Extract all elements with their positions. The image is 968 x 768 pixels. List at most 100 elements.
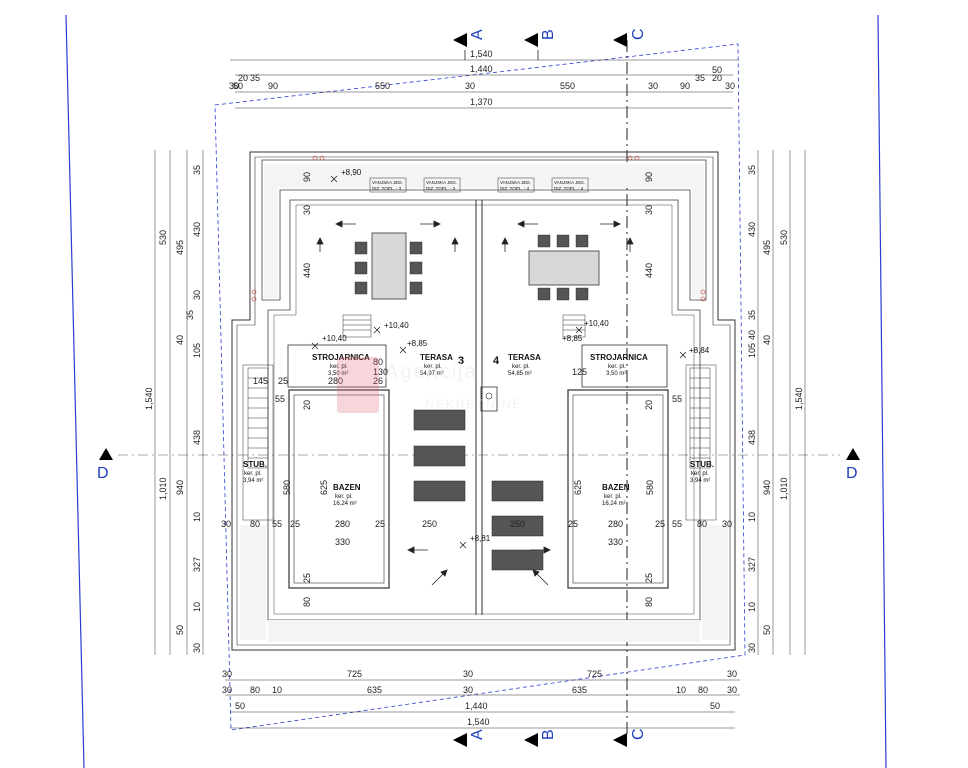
svg-text:ker. pl.: ker. pl. xyxy=(244,471,262,477)
svg-text:10: 10 xyxy=(747,512,757,522)
svg-text:55: 55 xyxy=(672,394,682,404)
site-outline xyxy=(214,43,746,731)
svg-text:DIZ. TOPL. - 4: DIZ. TOPL. - 4 xyxy=(500,186,530,191)
svg-text:VANJSKA JED.: VANJSKA JED. xyxy=(372,180,403,185)
section-d-marker-right xyxy=(846,448,860,460)
dim-90-right: 90 xyxy=(644,172,654,182)
svg-text:VANJSKA JED.: VANJSKA JED. xyxy=(500,180,531,185)
svg-text:330: 330 xyxy=(608,537,623,547)
svg-text:DIZ. TOPL. - 3: DIZ. TOPL. - 3 xyxy=(372,186,402,191)
pool-left-inner xyxy=(293,394,385,584)
level-881: +8,81 xyxy=(470,534,491,543)
top-dimension-chains xyxy=(230,59,738,109)
svg-text:40: 40 xyxy=(175,335,185,345)
svg-text:438: 438 xyxy=(192,430,202,445)
bazen-right-label: BAZEN ker. pl. 16,24 m² xyxy=(602,483,630,507)
level-890: +8,90 xyxy=(341,168,362,177)
svg-text:50: 50 xyxy=(710,701,720,711)
level-885-right: +8,85 xyxy=(562,334,583,343)
property-boundary-right xyxy=(877,14,887,768)
dim-pool-580-right: 580 xyxy=(645,480,655,495)
svg-text:30: 30 xyxy=(465,81,475,91)
svg-text:725: 725 xyxy=(587,669,602,679)
dim-left-outer-1540: 1,540 xyxy=(144,387,154,410)
stairs-right xyxy=(685,364,717,521)
svg-text:35: 35 xyxy=(250,73,260,83)
svg-text:940: 940 xyxy=(175,480,185,495)
level-884: +8,84 xyxy=(689,346,710,355)
svg-text:35: 35 xyxy=(185,310,195,320)
svg-text:125: 125 xyxy=(572,367,587,377)
svg-text:725: 725 xyxy=(347,669,362,679)
svg-text:10: 10 xyxy=(676,685,686,695)
dim-top-row: 50 20 35 30 90 550 30 550 30 90 35 20 50… xyxy=(229,65,735,91)
dim-440-left: 440 xyxy=(302,263,312,278)
svg-text:STUB.: STUB. xyxy=(690,460,714,469)
svg-text:80: 80 xyxy=(250,685,260,695)
svg-text:STROJARNICA: STROJARNICA xyxy=(312,353,370,362)
svg-text:54,85 m²: 54,85 m² xyxy=(508,371,532,377)
svg-text:STROJARNICA: STROJARNICA xyxy=(590,353,648,362)
svg-text:40: 40 xyxy=(747,330,757,340)
svg-text:16,24 m²: 16,24 m² xyxy=(333,501,357,507)
svg-text:35: 35 xyxy=(747,310,757,320)
dim-30-right: 30 xyxy=(644,205,654,215)
svg-text:438: 438 xyxy=(747,430,757,445)
section-b-marker-bottom xyxy=(524,733,538,747)
svg-text:145: 145 xyxy=(253,376,268,386)
strojarnica-left-room xyxy=(287,344,387,388)
svg-text:30: 30 xyxy=(727,669,737,679)
svg-text:30: 30 xyxy=(747,643,757,653)
svg-text:TERASA: TERASA xyxy=(420,353,453,362)
level-1040-strojarnica: +10,40 xyxy=(322,334,347,343)
dim-pool-625-left: 625 xyxy=(319,480,329,495)
section-b-label-top: B xyxy=(540,29,557,40)
svg-text:ker. pl.: ker. pl. xyxy=(335,494,353,500)
dim-pool-625-right: 625 xyxy=(573,480,583,495)
pool-right-inner xyxy=(572,394,664,584)
svg-text:3,94 m²: 3,94 m² xyxy=(243,478,263,484)
dim-pool-25-right: 25 xyxy=(644,573,654,583)
svg-text:635: 635 xyxy=(572,685,587,695)
svg-text:35: 35 xyxy=(747,165,757,175)
svg-text:3,50 m²: 3,50 m² xyxy=(328,371,348,377)
stub-left-label: STUB. ker. pl. 3,94 m² xyxy=(243,460,267,484)
svg-text:BAZEN: BAZEN xyxy=(333,483,361,492)
svg-text:30: 30 xyxy=(727,685,737,695)
dim-left-outer-530: 530 xyxy=(158,230,168,245)
section-d-label-right: D xyxy=(846,465,858,482)
section-b-label-bottom: B xyxy=(540,729,557,740)
svg-text:55: 55 xyxy=(272,519,282,529)
level-markers xyxy=(311,175,687,549)
svg-text:25: 25 xyxy=(568,519,578,529)
svg-text:DIZ. TOPL. - 3: DIZ. TOPL. - 3 xyxy=(426,186,456,191)
strojarnica-left-label: STROJARNICA ker. pl. 3,50 m² xyxy=(312,353,370,377)
terasa-right-label: TERASA ker. pl. 54,85 m² xyxy=(508,353,541,377)
svg-text:STUB.: STUB. xyxy=(243,460,267,469)
svg-text:105: 105 xyxy=(192,343,202,358)
vent-box xyxy=(480,386,498,412)
dim-bottom-row1: 30 725 30 725 30 xyxy=(222,669,737,679)
svg-text:TERASA: TERASA xyxy=(508,353,541,362)
svg-text:80: 80 xyxy=(698,685,708,695)
strojarnica-right-label: STROJARNICA ker. pl. 3,50 m² xyxy=(590,353,648,377)
section-a-label-top: A xyxy=(469,29,486,40)
svg-text:250: 250 xyxy=(510,519,525,529)
svg-text:VANJSKA JED.: VANJSKA JED. xyxy=(426,180,457,185)
level-885-left: +8,85 xyxy=(407,339,428,348)
svg-text:NEKRETNINE: NEKRETNINE xyxy=(425,397,522,411)
svg-text:20: 20 xyxy=(238,73,248,83)
svg-text:90: 90 xyxy=(268,81,278,91)
dim-right-outer-1010: 1,010 xyxy=(779,477,789,500)
svg-text:55: 55 xyxy=(275,394,285,404)
svg-text:20: 20 xyxy=(712,73,722,83)
svg-text:80: 80 xyxy=(250,519,260,529)
dim-pool-80-right: 80 xyxy=(644,597,654,607)
dim-top-overall: 1,540 xyxy=(470,49,493,59)
svg-text:25: 25 xyxy=(278,376,288,386)
dining-table-right xyxy=(528,234,600,301)
svg-text:30: 30 xyxy=(221,519,231,529)
svg-text:ker. pl.: ker. pl. xyxy=(330,364,348,370)
svg-text:327: 327 xyxy=(747,557,757,572)
